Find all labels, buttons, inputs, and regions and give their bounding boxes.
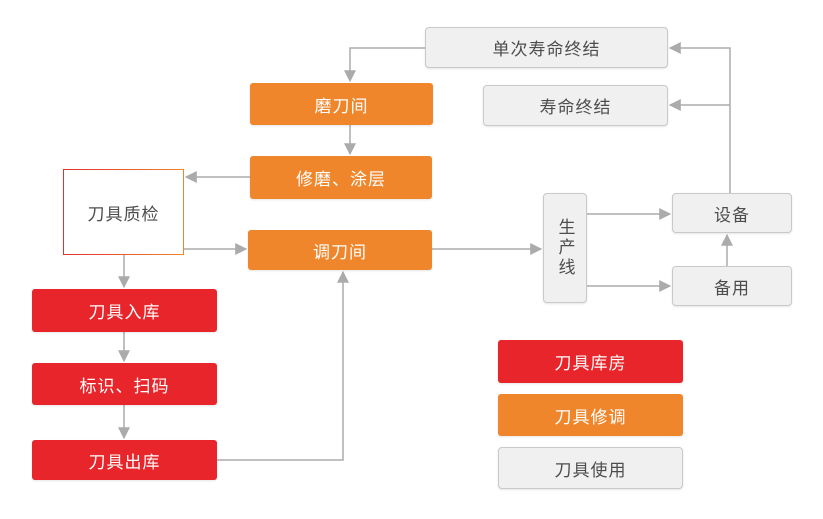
node-end-of-life: 寿命终结 [483,85,668,126]
node-equipment: 设备 [672,193,792,233]
node-backup: 备用 [672,266,792,306]
node-grinding-room: 磨刀间 [250,83,433,125]
node-tool-adjust-room: 调刀间 [248,230,432,270]
node-tool-quality-check: 刀具质检 [63,169,184,255]
node-tool-outbound: 刀具出库 [32,440,217,480]
node-regrind-coating: 修磨、涂层 [250,156,432,199]
node-end-of-single-life: 单次寿命终结 [425,27,668,68]
node-production-line: 生产线 [543,193,587,303]
legend-item-tool-repair: 刀具修调 [498,394,683,436]
legend-item-tool-use: 刀具使用 [498,447,683,489]
legend-item-tool-warehouse: 刀具库房 [498,340,683,383]
node-tool-inbound: 刀具入库 [32,289,217,332]
node-mark-scan: 标识、扫码 [32,363,217,405]
